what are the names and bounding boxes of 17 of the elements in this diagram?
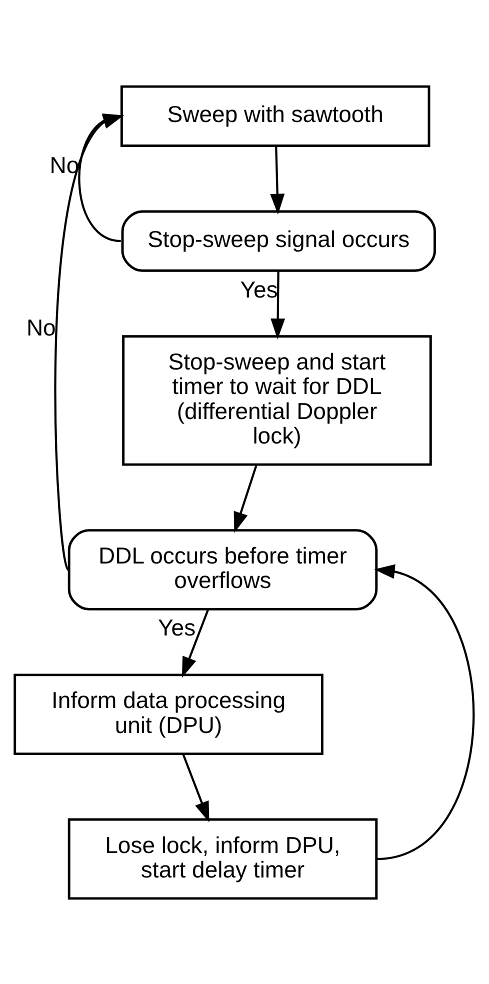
- arrow: [374, 564, 474, 860]
- node-box: DDL occurs before timer overflows: [68, 528, 378, 610]
- arrow: [270, 145, 285, 214]
- arrow: [270, 270, 286, 339]
- node-box: Lose lock, inform DPU, start delay timer: [68, 818, 378, 900]
- arrow: [182, 753, 210, 822]
- node-box: Stop-sweep signal occurs: [121, 210, 436, 272]
- edge-label: Yes: [240, 276, 278, 302]
- node-box: Inform data processing unit (DPU): [14, 673, 324, 755]
- arrow: [234, 464, 258, 532]
- node-box: Stop-sweep and start timer to wait for DDL (differential Doppler lock): [122, 334, 432, 466]
- edge-label: No: [26, 314, 56, 340]
- node-box: Sweep with sawtooth: [120, 84, 430, 146]
- arrow: [182, 608, 210, 678]
- arrow: [54, 114, 124, 570]
- edge-label: No: [50, 151, 80, 178]
- edge-label: Yes: [158, 614, 196, 640]
